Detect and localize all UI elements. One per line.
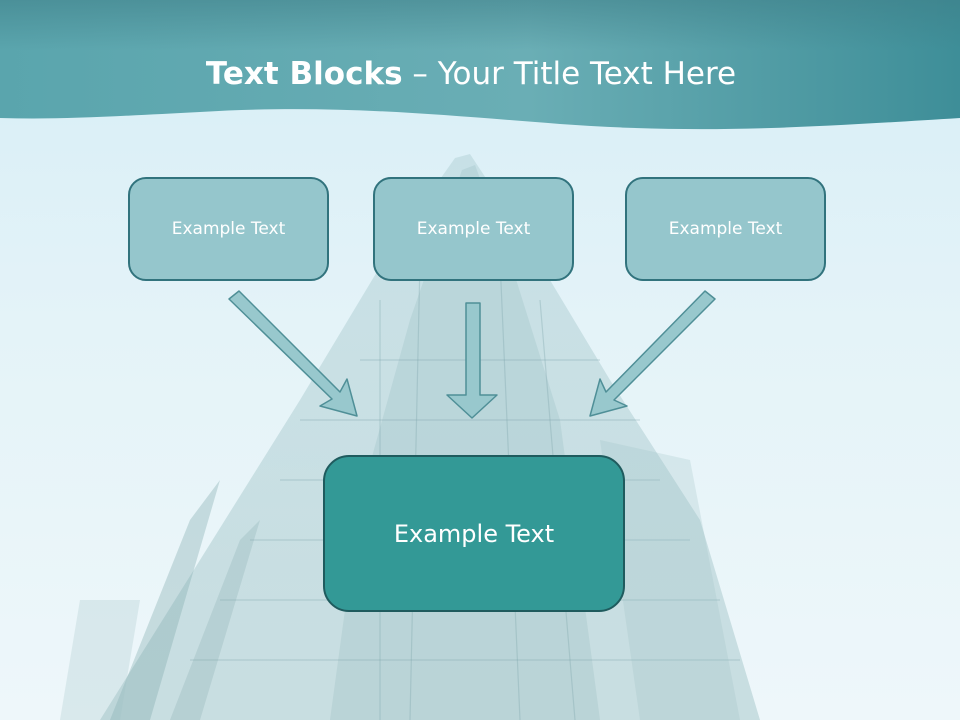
slide-title: Text Blocks – Your Title Text Here xyxy=(0,54,942,94)
title-rest-part: Your Title Text Here xyxy=(437,56,737,92)
text-block-right-label: Example Text xyxy=(668,219,783,239)
main-text-block-label: Example Text xyxy=(393,519,555,548)
text-block-left-label: Example Text xyxy=(171,219,286,239)
main-text-block[interactable]: Example Text xyxy=(323,455,625,612)
text-block-left[interactable]: Example Text xyxy=(128,177,329,281)
text-block-center-label: Example Text xyxy=(416,219,531,239)
title-separator: – xyxy=(402,56,438,92)
text-block-center[interactable]: Example Text xyxy=(373,177,574,281)
title-bold-part: Text Blocks xyxy=(205,56,403,92)
text-block-right[interactable]: Example Text xyxy=(625,177,826,281)
header-wave-band xyxy=(0,0,960,130)
